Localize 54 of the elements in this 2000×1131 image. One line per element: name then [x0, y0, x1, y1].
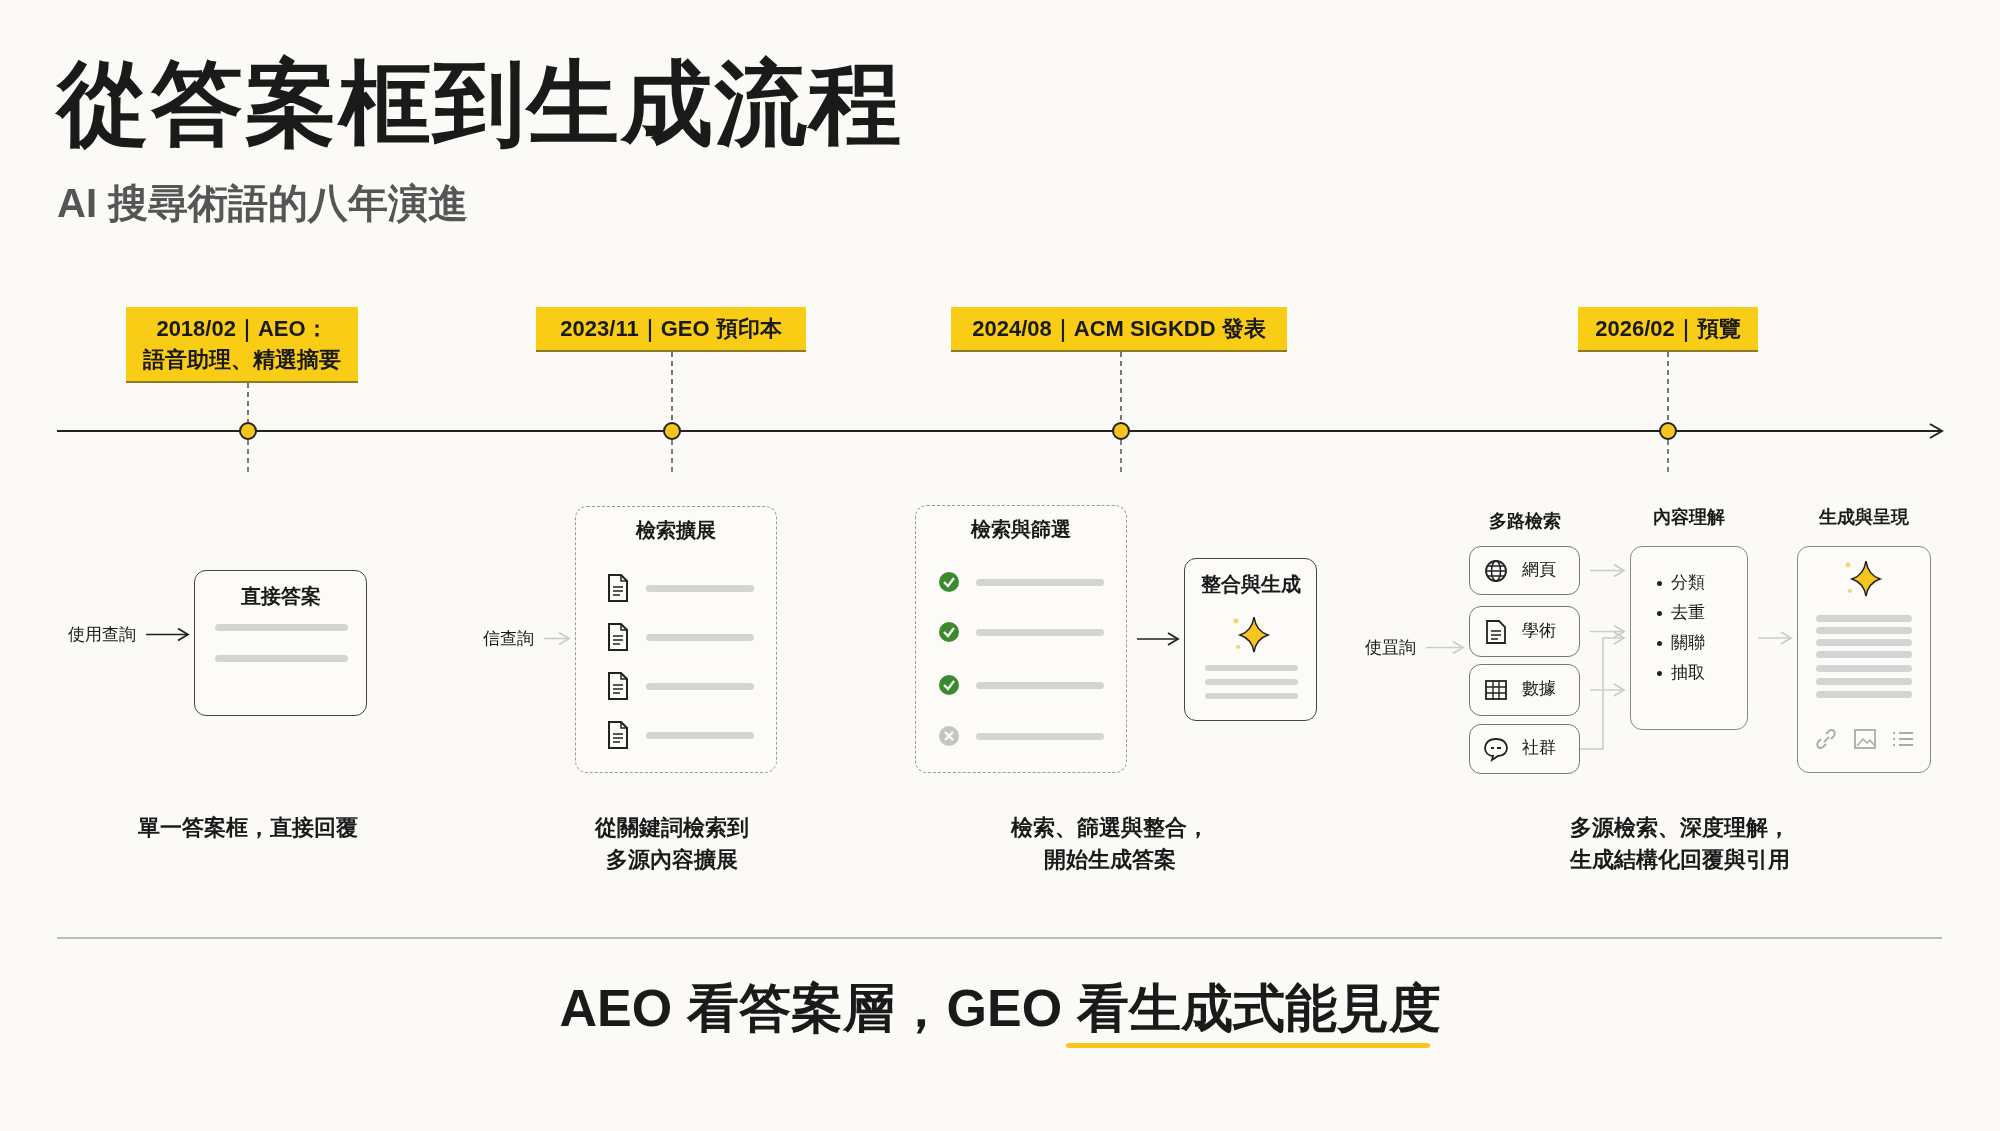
source-card [1469, 664, 1580, 716]
column-heading: 生成與呈現 [1818, 506, 1910, 529]
source-card [1469, 546, 1580, 595]
timeline-dot [1112, 422, 1130, 440]
timeline-dot [239, 422, 257, 440]
date-tag: 2023/11｜GEO 預印本 [536, 307, 806, 352]
bullet-item: 抽取 [1671, 662, 1705, 684]
source-label: 數據 [1522, 678, 1556, 700]
source-label: 網頁 [1522, 558, 1556, 581]
answer-card [1184, 558, 1317, 721]
date-tag: 2026/02｜預覽 [1578, 307, 1758, 352]
arrow [145, 627, 189, 642]
leader-line [671, 351, 673, 423]
card-title: 檢索與篩選 [969, 517, 1072, 542]
arrow [1136, 632, 1179, 646]
card-title: 整合與生成 [1199, 572, 1302, 597]
column-heading: 內容理解 [1652, 506, 1726, 529]
arrow [1579, 631, 1625, 750]
stage-caption: 從關鍵詞檢索到多源內容擴展 [593, 814, 750, 874]
tagline: AEO 看答案層，GEO 看生成式能見度 [558, 978, 1442, 1039]
leader-line [1120, 351, 1122, 423]
query-label: 使罝詢 [1365, 636, 1416, 659]
dashed-panel [915, 505, 1127, 773]
bullet-item: 關聯 [1671, 632, 1705, 654]
leader-line [1667, 351, 1669, 423]
date-tag: 2018/02｜AEO：語音助理、精選摘要 [126, 307, 358, 383]
leader-line [247, 382, 249, 423]
column-heading: 多路檢索 [1488, 510, 1562, 533]
query-label: 使用查詢 [68, 623, 136, 646]
arrow [1757, 631, 1792, 645]
bullet-item: 去重 [1671, 602, 1705, 624]
card-title: 直接答案 [239, 584, 322, 609]
source-card [1469, 606, 1580, 657]
arrow [543, 631, 570, 646]
stage-caption: 多源檢索、深度理解，生成結構化回覆與引用 [1568, 814, 1791, 874]
timeline-dot [663, 422, 681, 440]
arrow [1589, 683, 1625, 697]
subtitle: AI 搜尋術語的八年演進 [57, 180, 469, 227]
arrow [1589, 563, 1625, 578]
date-tag: 2024/08｜ACM SIGKDD 發表 [951, 307, 1287, 352]
stage-caption: 檢索、篩選與整合，開始生成答案 [1009, 814, 1210, 874]
title: 從答案框到生成流程 [57, 51, 903, 156]
card-title: 檢索擴展 [634, 518, 717, 543]
timeline-dot [1659, 422, 1677, 440]
answer-card [194, 570, 367, 716]
dashed-panel [575, 506, 777, 773]
source-label: 學術 [1522, 619, 1556, 642]
stage-caption: 單一答案框，直接回覆 [137, 814, 359, 842]
arrow [1589, 624, 1625, 639]
arrow [1425, 640, 1464, 655]
query-label: 信查詢 [483, 627, 534, 650]
source-label: 社群 [1522, 737, 1556, 759]
source-card [1469, 724, 1580, 774]
bullet-item: 分類 [1671, 572, 1705, 594]
